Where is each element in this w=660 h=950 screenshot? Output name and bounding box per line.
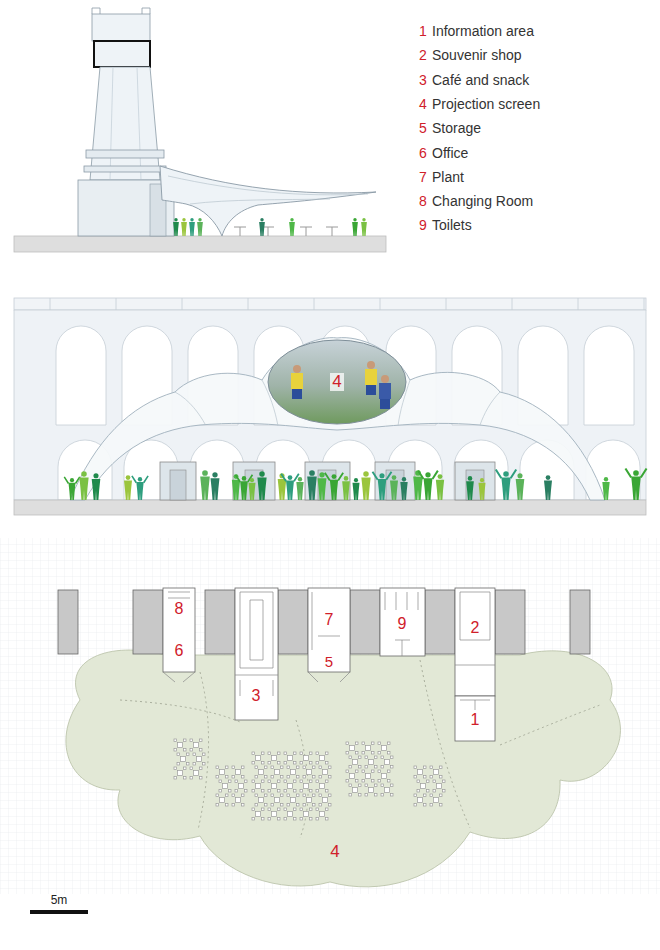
room-box: 1 [455, 696, 495, 741]
person-figure [544, 475, 552, 500]
legend-text: Information area [432, 22, 534, 40]
legend-number: 8 [419, 192, 427, 210]
person-figure [64, 477, 79, 500]
person-figure [278, 473, 287, 500]
person-figure [361, 218, 367, 236]
legend-number: 4 [419, 95, 427, 113]
callout-number: 9 [396, 615, 409, 633]
person-figure [372, 472, 391, 500]
callout-number: 8 [173, 600, 186, 618]
room-box: 9 [380, 588, 425, 656]
frieze-line [248, 298, 249, 310]
person-figure [259, 218, 265, 236]
legend-number: 6 [419, 144, 427, 162]
callout-number: 3 [250, 687, 263, 705]
room-box: 8 [163, 588, 195, 630]
person-figure [211, 472, 220, 500]
frieze-line [446, 298, 447, 310]
person-figure [124, 475, 132, 500]
person-figure [79, 471, 88, 500]
legend-text: Office [432, 144, 468, 162]
person-figure [197, 218, 203, 236]
person-figure [307, 470, 317, 500]
person-figure [232, 474, 240, 500]
scale-label: 5m [51, 893, 68, 907]
legend-number: 9 [419, 216, 427, 234]
legend-text: Souvenir shop [432, 46, 522, 64]
callout-number: 6 [173, 642, 186, 660]
callout-number: 4 [328, 843, 341, 861]
person-figure [625, 469, 646, 501]
person-figure [436, 474, 444, 500]
person-figure [289, 218, 295, 236]
callout-number: 4 [330, 373, 343, 391]
callout-number: 1 [469, 711, 482, 729]
person-figure [92, 473, 101, 500]
room-box: 2 [455, 588, 495, 696]
person-figure [466, 476, 474, 500]
frieze-line [116, 298, 117, 310]
person-figure [418, 471, 438, 500]
elevation [14, 8, 386, 252]
person-figure [478, 478, 485, 500]
person-figure [342, 476, 350, 500]
frieze-line [314, 298, 315, 310]
frieze-line [644, 298, 645, 310]
callout-number: 7 [323, 611, 336, 629]
legend-number: 2 [419, 46, 427, 64]
frieze-line [512, 298, 513, 310]
person-figure [325, 473, 343, 500]
frieze-line [578, 298, 579, 310]
frieze-line [182, 298, 183, 310]
scale-bar [30, 910, 88, 914]
callout-number: 2 [469, 619, 482, 637]
person-figure [361, 471, 370, 500]
person-figure [516, 473, 525, 500]
room-box: 5 [308, 652, 350, 672]
person-figure [281, 474, 299, 500]
person-figure [181, 218, 187, 236]
person-figure [390, 475, 398, 500]
legend-number: 1 [419, 22, 427, 40]
section [14, 298, 647, 515]
person-figure [496, 470, 516, 500]
callout-number: 5 [323, 654, 335, 670]
person-figure [352, 218, 358, 236]
person-figure [248, 478, 255, 500]
legend-text: Storage [432, 119, 481, 137]
plan-grid [0, 538, 660, 894]
projection-screen: 4 [267, 339, 407, 425]
legend-text: Toilets [432, 216, 472, 234]
legend-number: 7 [419, 168, 427, 186]
room-box: 6 [163, 630, 195, 672]
frieze-line [50, 298, 51, 310]
person-figure [257, 471, 266, 500]
frieze-line [380, 298, 381, 310]
room-box: 3 [235, 588, 278, 720]
person-figure [400, 477, 407, 500]
person-figure [296, 477, 303, 500]
room-box: 7 [308, 588, 350, 652]
legend-text: Projection screen [432, 95, 540, 113]
person-figure [602, 477, 609, 500]
person-figure [132, 476, 148, 500]
person-figure [189, 218, 195, 236]
person-figure [173, 218, 179, 236]
legend-number: 5 [419, 119, 427, 137]
person-figure [352, 478, 359, 500]
legend-number: 3 [419, 71, 427, 89]
person-figure [200, 470, 210, 500]
legend-text: Changing Room [432, 192, 533, 210]
legend-text: Plant [432, 168, 464, 186]
legend-text: Café and snack [432, 71, 529, 89]
person-figure [318, 472, 327, 500]
